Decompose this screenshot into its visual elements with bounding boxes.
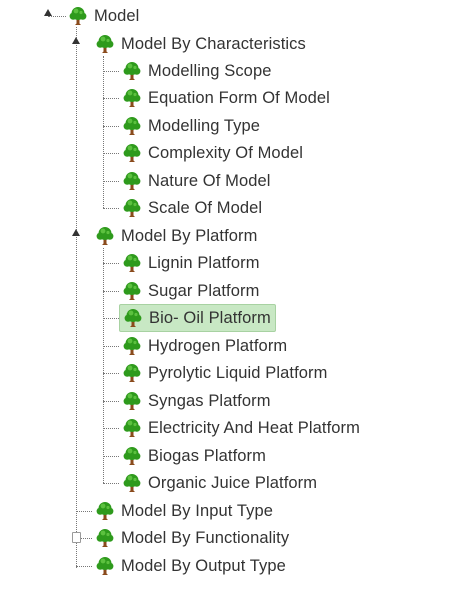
tree-node-label: Pyrolytic Liquid Platform xyxy=(148,363,328,382)
tree-leaf-complexity[interactable]: Complexity Of Model xyxy=(122,140,303,166)
tree-icon xyxy=(122,336,142,356)
tree-node-label: Organic Juice Platform xyxy=(148,473,318,492)
tree-icon xyxy=(95,556,115,576)
tree-node-label: Model By Input Type xyxy=(121,501,274,520)
tree-node-model-by-input-type[interactable]: Model By Input Type xyxy=(95,498,273,524)
tree-icon xyxy=(122,171,142,191)
tree-connector xyxy=(103,263,119,264)
tree-leaf-biogas[interactable]: Biogas Platform xyxy=(122,443,266,469)
tree-leaf-equation-form[interactable]: Equation Form Of Model xyxy=(122,85,330,111)
tree-connector xyxy=(103,428,119,429)
tree-leaf-modelling-scope[interactable]: Modelling Scope xyxy=(122,58,272,84)
tree-node-label: Scale Of Model xyxy=(148,198,263,217)
tree-icon xyxy=(122,88,142,108)
tree-icon xyxy=(95,34,115,54)
tree-node-label: Hydrogen Platform xyxy=(148,336,288,355)
tree-icon xyxy=(122,143,142,163)
tree-node-label: Syngas Platform xyxy=(148,391,271,410)
tree-leaf-nature[interactable]: Nature Of Model xyxy=(122,168,271,194)
tree-icon xyxy=(122,198,142,218)
tree-icon xyxy=(122,473,142,493)
tree-node-label: Lignin Platform xyxy=(148,253,260,272)
tree-icon xyxy=(123,308,143,328)
tree-icon xyxy=(122,418,142,438)
tree-node-label: Modelling Type xyxy=(148,116,261,135)
tree-node-label: Model xyxy=(94,6,140,25)
collapse-toggle-characteristics[interactable] xyxy=(72,37,80,44)
tree-leaf-scale[interactable]: Scale Of Model xyxy=(122,195,262,221)
tree-node-label: Biogas Platform xyxy=(148,446,266,465)
tree-connector xyxy=(103,291,119,292)
tree-leaf-pyrolytic-liquid[interactable]: Pyrolytic Liquid Platform xyxy=(122,360,327,386)
tree-connector xyxy=(48,16,66,17)
tree-connector xyxy=(76,511,92,512)
tree-icon xyxy=(122,391,142,411)
tree-node-label: Nature Of Model xyxy=(148,171,271,190)
tree-connector xyxy=(103,181,119,182)
tree-connector xyxy=(103,153,119,154)
tree-node-model-by-functionality[interactable]: Model By Functionality xyxy=(95,525,289,551)
tree-connector xyxy=(76,538,92,539)
tree-connector xyxy=(103,56,104,208)
tree-icon xyxy=(122,116,142,136)
tree-connector xyxy=(103,373,119,374)
tree-icon xyxy=(122,446,142,466)
tree-leaf-bio-oil-selected[interactable]: Bio- Oil Platform xyxy=(119,304,276,332)
tree-node-label: Bio- Oil Platform xyxy=(149,308,271,327)
tree-leaf-electricity-heat[interactable]: Electricity And Heat Platform xyxy=(122,415,360,441)
tree-connector xyxy=(103,98,119,99)
tree-connector xyxy=(103,126,119,127)
tree-connector xyxy=(103,318,119,319)
tree-node-model-by-characteristics[interactable]: Model By Characteristics xyxy=(95,31,306,57)
collapse-toggle-model[interactable] xyxy=(44,9,52,16)
tree-connector xyxy=(103,483,119,484)
tree-node-model-by-platform[interactable]: Model By Platform xyxy=(95,223,258,249)
tree-leaf-syngas[interactable]: Syngas Platform xyxy=(122,388,271,414)
tree-node-model-by-output-type[interactable]: Model By Output Type xyxy=(95,553,286,579)
tree-leaf-lignin[interactable]: Lignin Platform xyxy=(122,250,260,276)
tree-icon xyxy=(95,501,115,521)
tree-connector xyxy=(103,248,104,483)
tree-leaf-organic-juice[interactable]: Organic Juice Platform xyxy=(122,470,317,496)
tree-connector xyxy=(76,566,92,567)
tree-node-label: Complexity Of Model xyxy=(148,143,304,162)
tree-connector xyxy=(103,71,119,72)
tree-connector xyxy=(103,346,119,347)
tree-node-model[interactable]: Model xyxy=(68,3,139,29)
tree-connector xyxy=(103,208,119,209)
tree-icon xyxy=(68,6,88,26)
tree-leaf-hydrogen[interactable]: Hydrogen Platform xyxy=(122,333,287,359)
tree-icon xyxy=(95,528,115,548)
tree-icon xyxy=(122,281,142,301)
tree-node-label: Sugar Platform xyxy=(148,281,260,300)
tree-icon xyxy=(122,363,142,383)
tree-connector xyxy=(76,27,77,568)
tree-node-label: Electricity And Heat Platform xyxy=(148,418,360,437)
tree-leaf-sugar[interactable]: Sugar Platform xyxy=(122,278,259,304)
tree-node-label: Model By Characteristics xyxy=(121,34,306,53)
tree-icon xyxy=(122,253,142,273)
expand-toggle-functionality[interactable] xyxy=(72,532,81,543)
tree-connector xyxy=(103,401,119,402)
tree-icon xyxy=(95,226,115,246)
tree-leaf-modelling-type[interactable]: Modelling Type xyxy=(122,113,260,139)
tree-node-label: Modelling Scope xyxy=(148,61,272,80)
tree-node-label: Model By Output Type xyxy=(121,556,286,575)
tree-icon xyxy=(122,61,142,81)
tree-connector xyxy=(103,456,119,457)
tree-node-label: Equation Form Of Model xyxy=(148,88,330,107)
tree-node-label: Model By Functionality xyxy=(121,528,290,547)
collapse-toggle-platform[interactable] xyxy=(72,229,80,236)
tree-node-label: Model By Platform xyxy=(121,226,258,245)
